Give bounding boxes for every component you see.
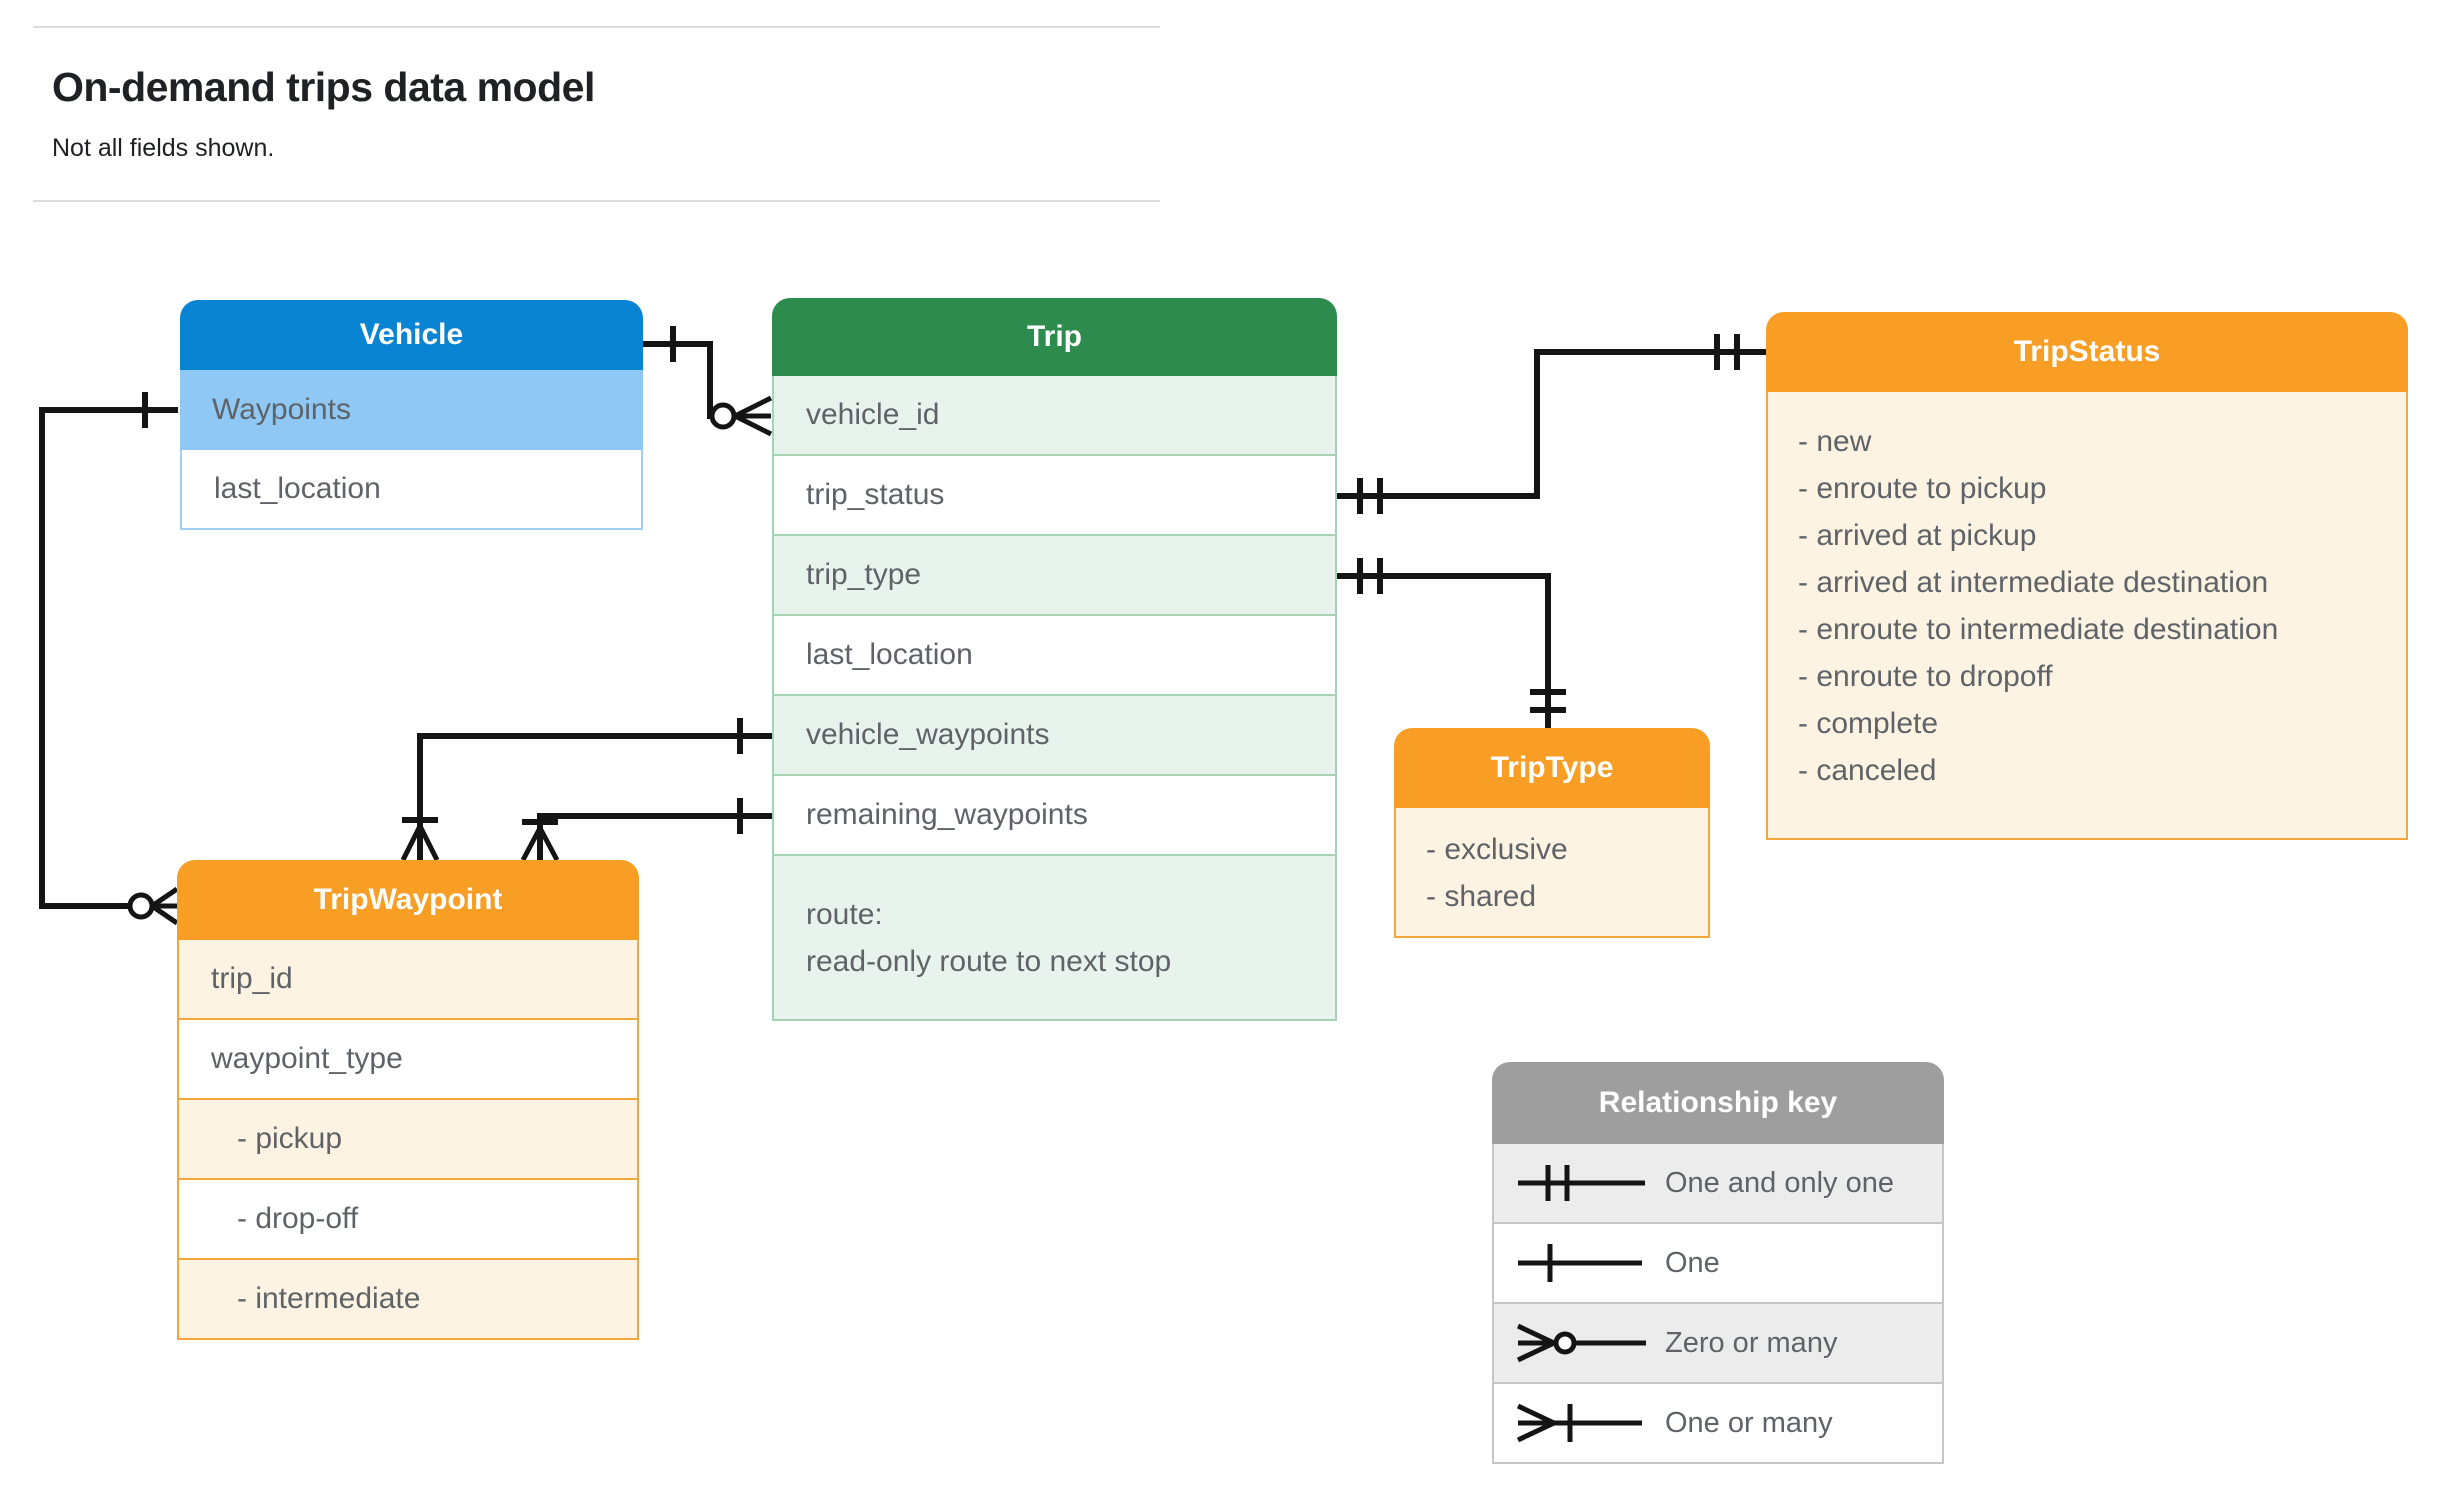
wire-trip-vehicle-waypoints [400,718,772,862]
page-title: On-demand trips data model [52,64,595,110]
field-trip-route-label: route: [806,897,883,931]
wire-vehicle-to-trip [643,326,773,437]
legend-label: One and only one [1665,1166,1894,1199]
status-value: - enroute to dropoff [1798,660,2053,693]
one-or-many-icon [1516,1403,1642,1443]
wire-trip-remaining-waypoints [520,798,772,862]
field-tripwaypoint-waypoint-type: waypoint_type [177,1020,639,1100]
field-tripwaypoint-trip-id: trip_id [177,940,639,1020]
entity-tripstatus: TripStatus - new - enroute to pickup - a… [1766,312,2408,840]
wire-vehicle-to-tripwaypoint [39,392,179,926]
status-value: - enroute to pickup [1798,472,2047,505]
field-trip-vehicle-waypoints: vehicle_waypoints [772,696,1337,776]
status-value: - enroute to intermediate destination [1798,613,2279,646]
one-and-only-one-icon [1518,1165,1645,1201]
entity-tripstatus-title: TripStatus [1766,312,2408,392]
waypoint-type-intermediate: - intermediate [177,1260,639,1340]
field-trip-route-sublabel: read-only route to next stop [806,944,1172,978]
waypoint-type-pickup: - pickup [177,1100,639,1180]
entity-vehicle-title: Vehicle [180,300,643,370]
legend-row-one: One [1492,1224,1944,1304]
status-value: - new [1798,425,1872,458]
field-trip-last-location: last_location [772,616,1337,696]
bottom-divider [33,200,1160,202]
type-value: - shared [1426,880,1537,913]
triptype-values: - exclusive - shared [1394,808,1710,938]
field-vehicle-last-location: last_location [180,450,643,530]
entity-trip: Trip vehicle_id trip_status trip_type la… [772,298,1337,1021]
field-trip-vehicle-id: vehicle_id [772,376,1337,456]
wire-trip-to-triptype [1337,558,1566,728]
waypoint-type-drop-off: - drop-off [177,1180,639,1260]
legend-row-zero-or-many: Zero or many [1492,1304,1944,1384]
zero-or-many-icon [1516,1323,1646,1363]
top-divider [33,26,1160,28]
entity-trip-title: Trip [772,298,1337,376]
field-trip-type: trip_type [772,536,1337,616]
field-trip-remaining-waypoints: remaining_waypoints [772,776,1337,856]
legend-label: One [1665,1246,1720,1279]
field-vehicle-waypoints: Waypoints [180,370,643,450]
legend-row-one-or-many: One or many [1492,1384,1944,1464]
page-subtitle: Not all fields shown. [52,134,275,162]
relationship-key-title: Relationship key [1492,1062,1944,1144]
tripstatus-values: - new - enroute to pickup - arrived at p… [1766,392,2408,840]
entity-vehicle: Vehicle Waypoints last_location [180,300,643,530]
entity-triptype: TripType - exclusive - shared [1394,728,1710,938]
field-trip-status: trip_status [772,456,1337,536]
one-icon [1518,1244,1642,1282]
type-value: - exclusive [1426,833,1568,866]
status-value: - canceled [1798,754,1937,787]
status-value: - arrived at intermediate destination [1798,566,2269,599]
wire-trip-to-tripstatus [1337,334,1766,514]
status-value: - complete [1798,707,1939,740]
entity-tripwaypoint-title: TripWaypoint [177,860,639,940]
relationship-key: Relationship key One and only one One Ze… [1492,1062,1944,1464]
field-trip-route: route: read-only route to next stop [772,856,1337,1021]
legend-label: One or many [1665,1406,1833,1439]
legend-row-one-and-only-one: One and only one [1492,1144,1944,1224]
entity-tripwaypoint: TripWaypoint trip_id waypoint_type - pic… [177,860,639,1340]
legend-label: Zero or many [1665,1326,1838,1359]
status-value: - arrived at pickup [1798,519,2037,552]
entity-triptype-title: TripType [1394,728,1710,808]
